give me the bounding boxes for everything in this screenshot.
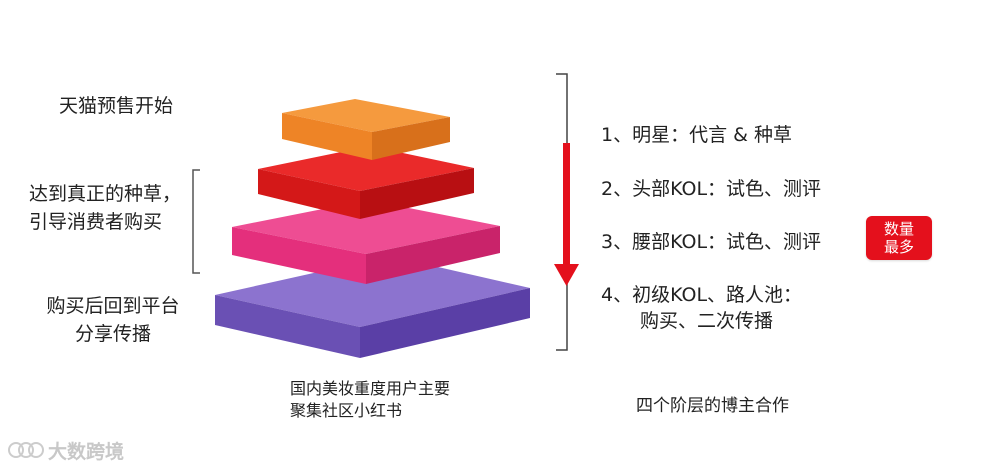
label-seeding-line1: 达到真正的种草， [29,183,182,205]
left-bracket [192,169,200,274]
watermark: 大数跨境 [6,435,136,465]
label-seeding: 达到真正的种草， 引导消费者购买 [29,180,181,236]
tier-item-1: 1、明星：代言 & 种草 [601,124,792,146]
pyramid-caption-line2: 聚集社区小红书 [290,401,403,420]
pyramid-layer-4 [215,256,530,358]
down-arrow-icon [554,143,579,286]
label-presale-start: 天猫预售开始 [59,95,174,117]
badge-line1: 数量 [883,220,914,238]
tier-item-3: 3、腰部KOL：试色、测评 [601,231,822,253]
most-count-badge: 数量 最多 [866,216,932,260]
pyramid-caption-line1: 国内美妆重度用户主要 [290,379,451,398]
watermark-logo-icon [8,442,44,458]
pyramid-layer-2 [258,146,474,219]
pyramid-layer-1 [282,99,450,160]
label-share-back: 购买后回到平台 分享传播 [38,292,188,348]
tier-item-4: 4、初级KOL、路人池： [601,284,803,306]
pyramid-caption: 国内美妆重度用户主要 聚集社区小红书 [290,378,450,422]
badge-line2: 最多 [883,238,914,256]
pyramid-layer-3 [232,200,500,284]
label-share-back-line2: 分享传播 [74,323,151,345]
label-share-back-line1: 购买后回到平台 [46,295,180,317]
tier-item-2: 2、头部KOL：试色、测评 [601,178,822,200]
watermark-text: 大数跨境 [48,441,125,463]
label-seeding-line2: 引导消费者购买 [29,211,163,233]
tier-item-4-detail: 购买、二次传播 [640,310,774,332]
right-caption: 四个阶层的博主合作 [636,396,789,416]
